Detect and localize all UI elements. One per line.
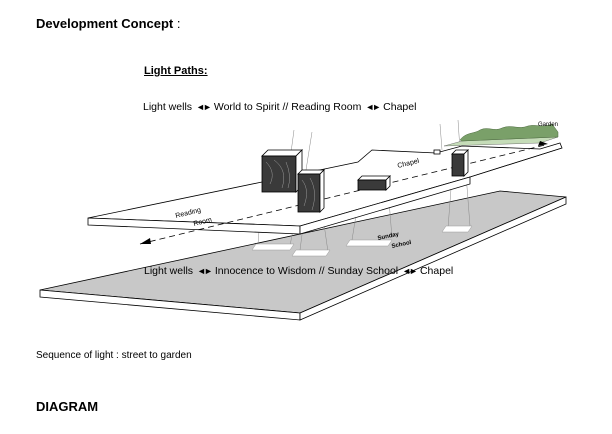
lower-path-item-2: Innocence to Wisdom // Sunday School bbox=[214, 265, 399, 277]
page-title: Development Concept : bbox=[36, 16, 180, 31]
upper-path-item-2: World to Spirit // Reading Room bbox=[213, 101, 362, 113]
garden bbox=[443, 123, 559, 147]
diagram-heading: DIAGRAM bbox=[36, 399, 99, 414]
upper-path-item-1: Light wells bbox=[143, 101, 193, 113]
street-slab-side bbox=[299, 196, 567, 321]
lower-light-path-caption: Light wells ◄► Innocence to Wisdom // Su… bbox=[144, 265, 453, 277]
light-well-box-1 bbox=[261, 149, 303, 193]
light-patches bbox=[251, 225, 473, 257]
lower-path-item-1: Light wells bbox=[144, 265, 194, 277]
double-arrow-icon: ◄► bbox=[197, 266, 213, 276]
upper-light-path-caption: Light wells ◄► World to Spirit // Readin… bbox=[143, 101, 416, 113]
label-sunday: Sunday bbox=[377, 231, 400, 242]
title-suffix: : bbox=[173, 16, 181, 31]
garden-trees bbox=[459, 123, 559, 142]
light-well-box-4 bbox=[451, 149, 469, 177]
light-well-boxes bbox=[261, 149, 469, 213]
small-well bbox=[433, 149, 441, 155]
upper-slab-side bbox=[299, 176, 471, 235]
upper-light-path bbox=[139, 141, 548, 245]
upper-path-item-3: Chapel bbox=[383, 101, 417, 113]
label-school: School bbox=[391, 240, 412, 250]
light-well-box-2 bbox=[297, 169, 325, 213]
double-arrow-icon: ◄► bbox=[402, 266, 418, 276]
upper-slab bbox=[87, 142, 563, 235]
lower-path-item-3: Chapel bbox=[419, 265, 454, 277]
light-well-box-3 bbox=[357, 175, 391, 191]
label-room: Room bbox=[193, 217, 213, 228]
double-arrow-icon: ◄► bbox=[196, 102, 212, 112]
label-garden: Garden bbox=[538, 122, 558, 128]
title-text: Development Concept bbox=[36, 16, 174, 31]
light-paths-heading: Light Paths: bbox=[144, 65, 208, 77]
double-arrow-icon: ◄► bbox=[365, 102, 381, 112]
sequence-caption: Sequence of light : street to garden bbox=[36, 350, 192, 361]
